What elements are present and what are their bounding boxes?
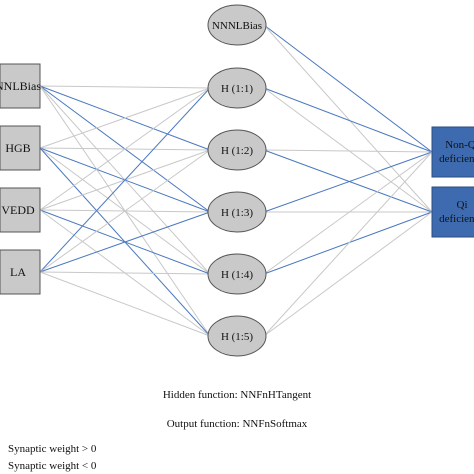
hidden-node: H (1:4) <box>207 253 267 295</box>
edge-hidden-0-output-2 <box>263 24 433 213</box>
edge-input-4-hidden-3 <box>39 211 211 273</box>
input-node-label: LA <box>10 265 26 279</box>
input-node-label: VEDD <box>1 203 35 217</box>
edge-hidden-2-output-1 <box>263 149 433 153</box>
hidden-node-label: H (1:3) <box>221 207 253 219</box>
edge-hidden-1-output-2 <box>263 87 433 213</box>
hidden-node: H (1:5) <box>207 315 267 357</box>
edge-input-4-hidden-2 <box>39 149 211 273</box>
edge-input-4-hidden-4 <box>39 271 211 275</box>
edge-input-2-hidden-1 <box>39 87 211 149</box>
input-node-label: NNLBias <box>0 79 41 93</box>
input-node: HGB <box>0 125 41 171</box>
hidden-node-label: H (1:5) <box>221 331 253 343</box>
hidden-bias-node: NNNLBias <box>207 4 267 46</box>
edge-hidden-1-output-1 <box>263 87 433 153</box>
output-function-caption: Output function: NNFnSoftmax <box>166 418 308 430</box>
edge-input-1-hidden-1 <box>39 85 211 89</box>
edge-hidden-4-output-2 <box>263 211 433 275</box>
hidden-node-label: H (1:4) <box>221 269 253 281</box>
edge-hidden-2-output-2 <box>263 149 433 213</box>
edge-hidden-0-output-1 <box>263 24 433 153</box>
hidden-node-label: H (1:1) <box>221 83 253 95</box>
input-node-label: HGB <box>5 141 30 155</box>
input-node: NNLBias <box>0 63 41 109</box>
edge-hidden-3-output-1 <box>263 151 433 213</box>
legend-positive-weight: Synaptic weight > 0 <box>8 443 97 455</box>
synapse-edges <box>39 24 433 337</box>
hidden-bias-label: NNNLBias <box>212 20 262 32</box>
output-node: Qi deficiency <box>431 186 474 238</box>
hidden-node-label: H (1:2) <box>221 145 253 157</box>
edge-hidden-5-output-2 <box>263 211 433 337</box>
output-node-label: Qi <box>457 199 468 211</box>
legend-negative-weight: Synaptic weight < 0 <box>8 460 97 472</box>
edge-input-4-hidden-5 <box>39 271 211 337</box>
output-node-label: deficiency <box>439 213 474 225</box>
output-node-label: deficiency <box>439 153 474 165</box>
hidden-node: H (1:3) <box>207 191 267 233</box>
edge-input-3-hidden-1 <box>39 87 211 211</box>
edge-hidden-5-output-1 <box>263 151 433 337</box>
output-node-label: Non-Qi <box>445 139 474 151</box>
hidden-node: H (1:1) <box>207 67 267 109</box>
output-node: Non-Qi deficiency <box>431 126 474 178</box>
edge-hidden-4-output-1 <box>263 151 433 275</box>
network-nodes: NNLBiasHGB VEDD LA NNNLBias H (1:1) H (1:2) H … <box>0 4 474 357</box>
edge-input-4-hidden-1 <box>39 87 211 273</box>
hidden-function-caption: Hidden function: NNFnHTangent <box>162 389 312 401</box>
input-node: LA <box>0 249 41 295</box>
hidden-node: H (1:2) <box>207 129 267 171</box>
input-node: VEDD <box>0 187 41 233</box>
